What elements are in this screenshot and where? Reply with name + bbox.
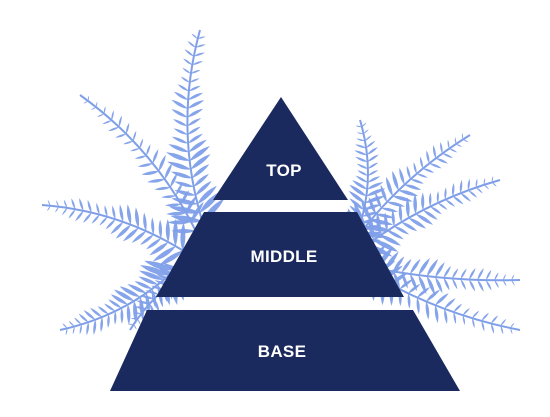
fern-frond (359, 175, 501, 259)
fern-frond (79, 94, 212, 241)
pyramid-base-label: BASE (258, 342, 306, 361)
pyramid-top-tier (213, 97, 348, 200)
pyramid-top-label: TOP (266, 161, 302, 180)
pyramid-middle-tier (156, 212, 404, 297)
fern-frond (41, 197, 191, 268)
fern-frond (165, 29, 227, 231)
pyramid: TOP MIDDLE BASE (110, 97, 460, 391)
pyramid-middle-label: MIDDLE (251, 247, 318, 266)
fern-frond (345, 132, 471, 241)
pyramid-base-tier (110, 310, 460, 391)
